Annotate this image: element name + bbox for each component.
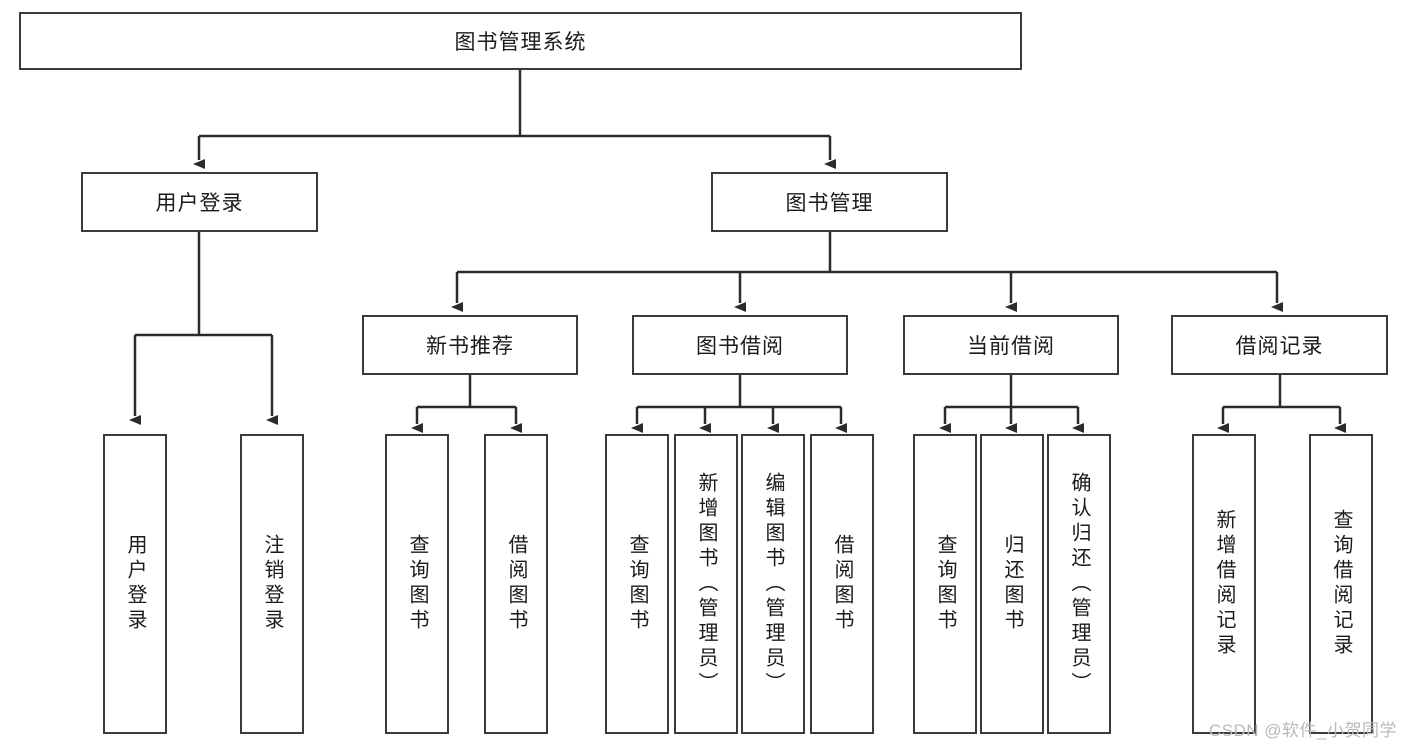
leaf-new-book-borrow-book[interactable]: 借阅图书 bbox=[484, 434, 548, 734]
leaf-user-login-login[interactable]: 用户登录 bbox=[103, 434, 167, 734]
leaf-book-borrow-borrow-book[interactable]: 借阅图书 bbox=[810, 434, 874, 734]
node-label: 确认归还（管理员） bbox=[1068, 471, 1090, 697]
node-label: 借阅记录 bbox=[1235, 335, 1324, 358]
node-user-login[interactable]: 用户登录 bbox=[81, 172, 318, 232]
leaf-borrow-record-add-record[interactable]: 新增借阅记录 bbox=[1192, 434, 1256, 734]
node-label: 借阅图书 bbox=[831, 534, 853, 634]
node-book-management[interactable]: 图书管理 bbox=[711, 172, 948, 232]
node-label: 查询图书 bbox=[406, 534, 428, 634]
node-label: 借阅图书 bbox=[505, 534, 527, 634]
node-label: 新增借阅记录 bbox=[1213, 509, 1235, 659]
node-new-book-recommend[interactable]: 新书推荐 bbox=[362, 315, 578, 375]
leaf-book-borrow-query-book[interactable]: 查询图书 bbox=[605, 434, 669, 734]
node-label: 图书管理 bbox=[785, 192, 874, 215]
node-label: 编辑图书（管理员） bbox=[762, 471, 784, 697]
node-label: 用户登录 bbox=[155, 192, 244, 215]
node-current-borrow[interactable]: 当前借阅 bbox=[903, 315, 1119, 375]
leaf-user-login-logout[interactable]: 注销登录 bbox=[240, 434, 304, 734]
node-root-book-management-system[interactable]: 图书管理系统 bbox=[19, 12, 1022, 70]
node-label: 查询图书 bbox=[626, 534, 648, 634]
node-label: 用户登录 bbox=[124, 534, 146, 634]
node-label: 图书管理系统 bbox=[454, 31, 587, 54]
leaf-current-borrow-query-book[interactable]: 查询图书 bbox=[913, 434, 977, 734]
node-label: 当前借阅 bbox=[967, 335, 1055, 358]
node-label: 新书推荐 bbox=[426, 335, 514, 358]
leaf-current-borrow-return-book[interactable]: 归还图书 bbox=[980, 434, 1044, 734]
leaf-borrow-record-query-record[interactable]: 查询借阅记录 bbox=[1309, 434, 1373, 734]
node-label: 查询图书 bbox=[934, 534, 956, 634]
leaf-book-borrow-edit-book-admin[interactable]: 编辑图书（管理员） bbox=[741, 434, 805, 734]
leaf-book-borrow-add-book-admin[interactable]: 新增图书（管理员） bbox=[674, 434, 738, 734]
node-book-borrow[interactable]: 图书借阅 bbox=[632, 315, 848, 375]
watermark: CSDN @软件_小贺同学 bbox=[1208, 721, 1397, 740]
node-label: 注销登录 bbox=[261, 534, 283, 634]
node-borrow-record[interactable]: 借阅记录 bbox=[1171, 315, 1388, 375]
leaf-current-borrow-confirm-return-admin[interactable]: 确认归还（管理员） bbox=[1047, 434, 1111, 734]
node-label: 查询借阅记录 bbox=[1330, 509, 1352, 659]
node-label: 新增图书（管理员） bbox=[695, 471, 717, 697]
node-label: 归还图书 bbox=[1001, 534, 1023, 634]
leaf-new-book-query-book[interactable]: 查询图书 bbox=[385, 434, 449, 734]
node-label: 图书借阅 bbox=[696, 335, 784, 358]
